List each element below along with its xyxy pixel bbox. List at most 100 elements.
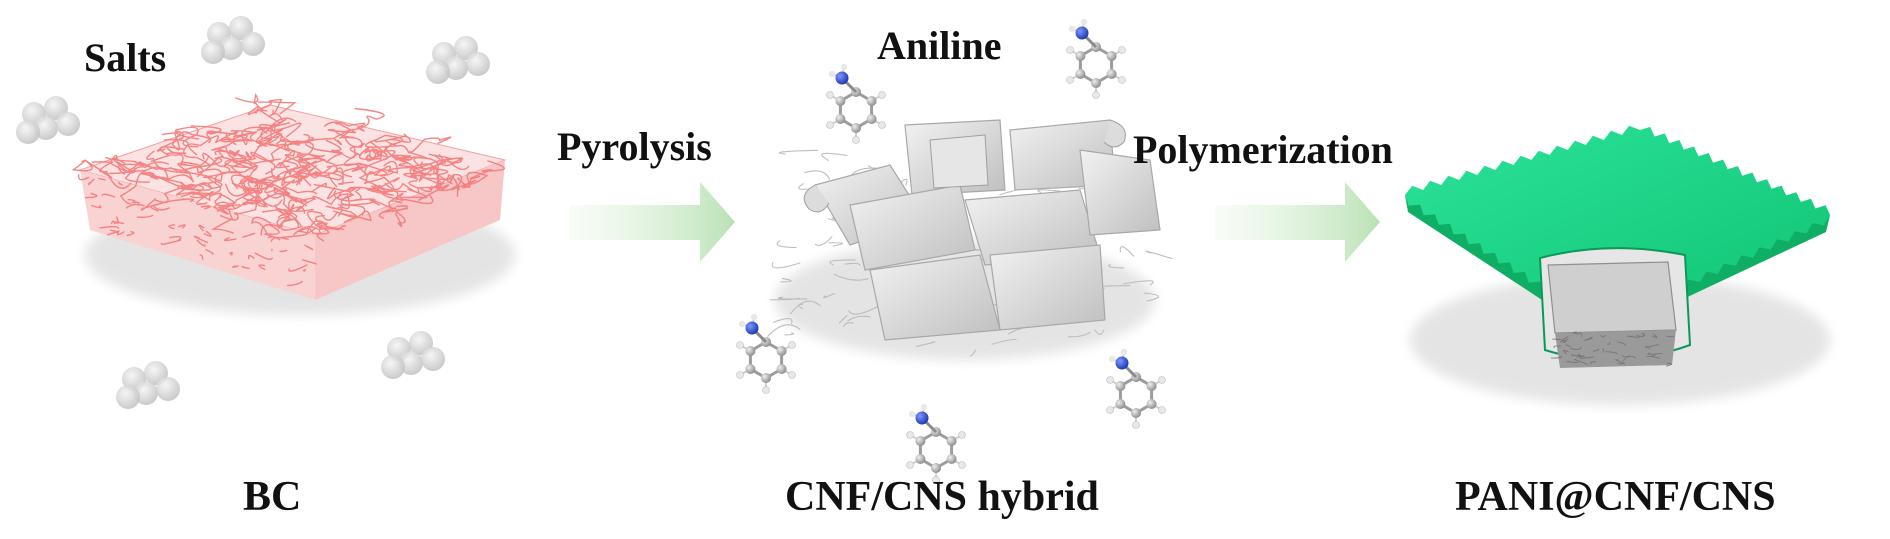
bc-fiber (193, 235, 209, 244)
bc-fiber (333, 190, 376, 206)
label-pyrolysis: Pyrolysis (557, 124, 712, 169)
label-aniline: Aniline (877, 23, 1002, 68)
cnf-fiber (778, 149, 819, 155)
bc-fiber (469, 160, 505, 180)
cnf-fiber (1144, 292, 1159, 302)
bc-fiber (247, 101, 272, 116)
bc-fiber (259, 109, 287, 133)
bc-fiber (369, 199, 397, 219)
bc-fiber (247, 254, 255, 260)
aniline-molecule-icon (736, 313, 796, 394)
core-fiber (1590, 361, 1596, 365)
cns-sheet (929, 134, 989, 189)
bc-fiber (225, 175, 281, 197)
cnf-fiber (848, 305, 880, 315)
bc-fiber (449, 173, 477, 191)
core-fiber (1665, 362, 1672, 367)
cnf-fiber (823, 292, 836, 299)
label-pani-cnf-cns: PANI@CNF/CNS (1455, 474, 1776, 520)
pani-coated-sheet (1405, 125, 1830, 323)
bc-fiber (346, 107, 385, 132)
bc-fiber (252, 143, 294, 163)
cnf-fiber (833, 273, 870, 281)
cnf-fiber (969, 349, 977, 357)
bc-fiber (365, 149, 396, 161)
core-fiber (1615, 359, 1626, 365)
bc-fiber (231, 182, 266, 208)
bc-fiber (116, 229, 125, 236)
bc-fiber (394, 155, 413, 161)
bc-fiber (287, 140, 325, 162)
bc-fiber (228, 251, 233, 256)
bc-fiber (101, 193, 116, 198)
cnf-cns-core-exposed (1547, 261, 1677, 334)
core-fiber (1617, 341, 1627, 346)
aniline-molecules (736, 18, 1166, 484)
bc-fiber (276, 206, 306, 220)
core-fiber (1586, 336, 1594, 341)
bc-fiber (384, 180, 420, 194)
bc-fiber (327, 121, 357, 139)
bc-fiber (246, 175, 275, 194)
bc-fiber (333, 167, 354, 185)
bc-fiber (343, 153, 392, 176)
bc-fiber (256, 122, 291, 148)
bc-fiber (106, 230, 120, 236)
bc-fiber (394, 205, 409, 228)
core-fiber (1572, 331, 1578, 334)
bc-fiber (87, 178, 95, 186)
bc-fiber (287, 280, 304, 287)
bc-fiber (126, 230, 135, 237)
bc-fiber (125, 203, 145, 209)
cns-sheet (869, 254, 1001, 341)
bc-fiber (108, 166, 169, 182)
bc-fiber (424, 174, 454, 190)
bc-fiber (276, 154, 312, 187)
bc-fiber (241, 232, 256, 238)
bc-fiber (153, 205, 170, 211)
bc-fiber (160, 239, 182, 245)
bc-fiber (343, 135, 365, 157)
bc-fiber-network (71, 92, 505, 287)
bc-fiber (221, 126, 268, 146)
cnf-fiber (767, 324, 801, 337)
bc-fiber (255, 174, 298, 203)
cns-sheet-curl (803, 184, 830, 213)
bc-fiber (366, 134, 407, 162)
bc-fiber (154, 186, 196, 204)
bc-fiber (97, 177, 106, 181)
bc-fiber (399, 156, 439, 179)
bc-fiber (84, 192, 98, 199)
bc-fiber (168, 224, 176, 230)
bc-fiber (242, 194, 268, 208)
cnf-fiber (784, 332, 795, 336)
cnf-fiber (772, 318, 793, 325)
core-fiber (1576, 353, 1581, 358)
core-fiber (1569, 346, 1582, 350)
bc-fiber (214, 148, 252, 165)
bc-fiber (241, 265, 250, 270)
bc-fiber (229, 149, 281, 168)
bc-fiber (110, 220, 116, 225)
core-fiber (1645, 345, 1650, 349)
bc-fiber (254, 252, 274, 261)
bc-fiber (266, 117, 302, 138)
bc-fiber (177, 224, 186, 229)
cnf-fiber (821, 152, 848, 162)
core-fiber (1626, 334, 1640, 338)
cnf-fiber (776, 239, 797, 249)
cnf-fiber (1123, 280, 1154, 286)
core-fiber (1565, 344, 1572, 348)
bc-fiber (306, 214, 328, 234)
bc-fiber (256, 128, 301, 147)
cnf-fiber (828, 242, 843, 247)
cnf-fiber (1067, 331, 1091, 338)
cns-sheet (989, 244, 1106, 331)
aniline-molecule-icon (826, 63, 886, 144)
cnf-fiber (777, 296, 808, 300)
bc-fiber (251, 216, 280, 235)
bc-fiber (326, 186, 362, 201)
bc-fiber (187, 130, 239, 156)
aniline-molecule-icon (1106, 348, 1166, 429)
bc-fiber (292, 222, 345, 236)
